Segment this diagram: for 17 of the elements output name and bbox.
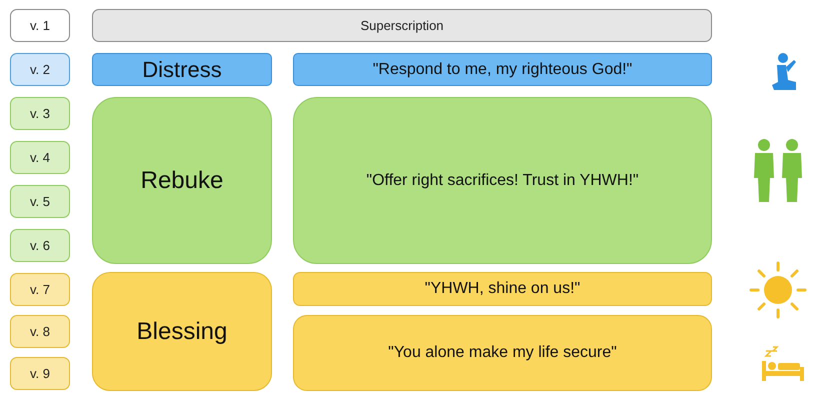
quote-box: "YHWH, shine on us!" (293, 272, 712, 306)
quote-box: "Respond to me, my righteous God!" (293, 53, 712, 86)
verse-label: v. 5 (10, 185, 70, 218)
section-box: Blessing (92, 272, 272, 391)
verse-label: v. 3 (10, 97, 70, 130)
section-box: Rebuke (92, 97, 272, 264)
verse-label: v. 8 (10, 315, 70, 348)
quote-box: "You alone make my life secure" (293, 315, 712, 391)
verse-label: v. 4 (10, 141, 70, 174)
section-box: Distress (92, 53, 272, 86)
verse-label: v. 6 (10, 229, 70, 262)
quote-box: "Offer right sacrifices! Trust in YHWH!" (293, 97, 712, 264)
verse-label: v. 9 (10, 357, 70, 390)
verse-label: v. 2 (10, 53, 70, 86)
verse-label: v. 7 (10, 273, 70, 306)
section-bar: Superscription (92, 9, 712, 42)
verse-label: v. 1 (10, 9, 70, 42)
